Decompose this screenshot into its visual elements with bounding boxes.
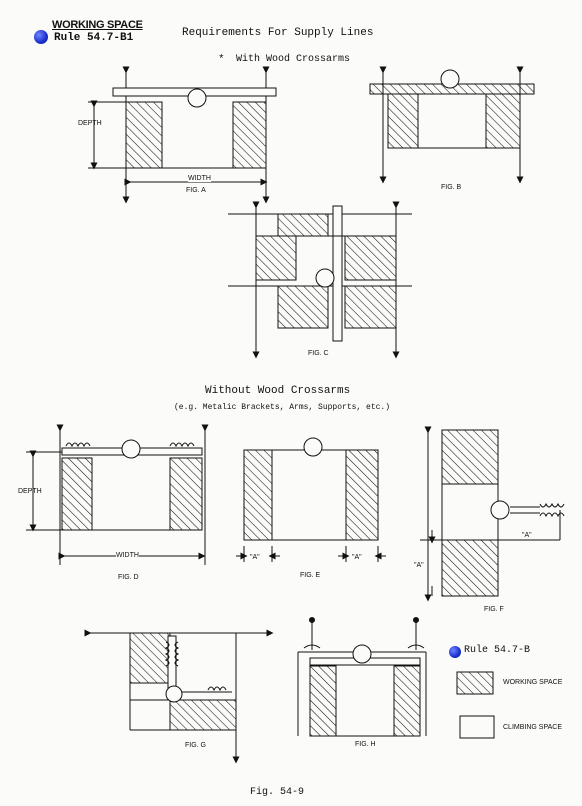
section-title-no-wood: Without Wood Crossarms: [205, 385, 351, 397]
a-label-e-left: "A": [250, 554, 260, 561]
figure-d: [26, 424, 209, 565]
page-title: Requirements For Supply Lines: [182, 27, 374, 39]
figure-e: [236, 437, 386, 562]
a-label-f-horizontal: "A": [522, 532, 532, 539]
figure-g: [84, 629, 274, 764]
rule-marker-icon: [34, 30, 48, 44]
a-label-e-right: "A": [352, 554, 362, 561]
legend-rule: Rule 54.7-B: [464, 645, 531, 656]
fig-e-label: FIG. E: [300, 572, 321, 579]
depth-label-a: DEPTH: [78, 120, 102, 127]
fig-g-label: FIG. G: [185, 742, 206, 749]
asterisk: *: [218, 54, 225, 66]
section-title-wood: With Wood Crossarms: [236, 54, 351, 65]
fig-a-label: FIG. A: [186, 187, 206, 194]
fig-d-label: FIG. D: [118, 574, 139, 581]
figure-c: [228, 201, 412, 359]
figure-b: [369, 66, 535, 184]
figure-f: [420, 426, 565, 602]
legend-climbing-label: CLIMBING SPACE: [503, 724, 562, 731]
width-label-d: WIDTH: [116, 552, 139, 559]
badge-title: WORKING SPACE: [52, 19, 143, 31]
depth-label-d: DEPTH: [18, 488, 42, 495]
legend-climbing-swatch: [459, 715, 495, 739]
width-label-a: WIDTH: [188, 175, 211, 182]
fig-f-label: FIG. F: [484, 606, 504, 613]
figure-caption: Fig. 54-9: [250, 787, 305, 798]
fig-c-label: FIG. C: [308, 350, 329, 357]
fig-b-label: FIG. B: [441, 184, 462, 191]
figure-a: [88, 66, 277, 204]
badge-rule: Rule 54.7-B1: [54, 32, 134, 44]
section-subtitle: (e.g. Metalic Brackets, Arms, Supports, …: [174, 403, 391, 412]
fig-h-label: FIG. H: [355, 741, 376, 748]
a-label-f-vertical: "A": [414, 562, 424, 569]
figure-h: [297, 617, 427, 737]
legend-marker-icon: [449, 646, 461, 658]
legend-working-swatch: [456, 671, 494, 695]
legend-working-label: WORKING SPACE: [503, 679, 563, 686]
